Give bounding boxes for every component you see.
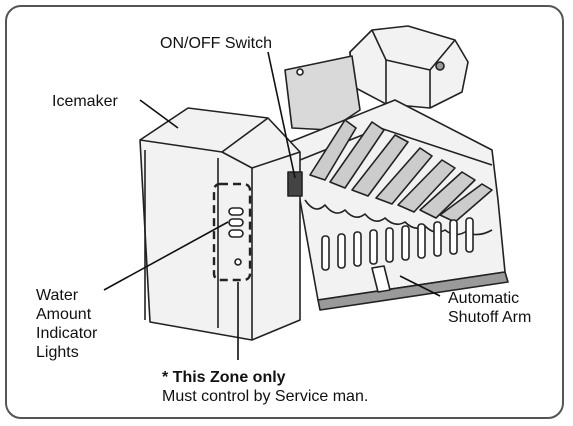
label-icemaker: Icemaker: [52, 92, 118, 111]
label-on-off-switch: ON/OFF Switch: [160, 34, 272, 53]
label-water-line4: Lights: [36, 343, 97, 362]
label-zone-title: * This Zone only: [162, 368, 286, 387]
label-water-amount-indicator-lights: Water Amount Indicator Lights: [36, 286, 97, 362]
label-water-line3: Indicator: [36, 324, 97, 343]
leader-icemaker: [140, 100, 178, 128]
label-zone-note: Must control by Service man.: [162, 387, 368, 406]
label-water-line2: Amount: [36, 305, 97, 324]
label-water-line1: Water: [36, 286, 97, 305]
label-shutoff-line1: Automatic: [448, 289, 531, 308]
label-automatic-shutoff-arm: Automatic Shutoff Arm: [448, 289, 531, 327]
motor-housing: [350, 26, 468, 108]
label-shutoff-line2: Shutoff Arm: [448, 308, 531, 327]
